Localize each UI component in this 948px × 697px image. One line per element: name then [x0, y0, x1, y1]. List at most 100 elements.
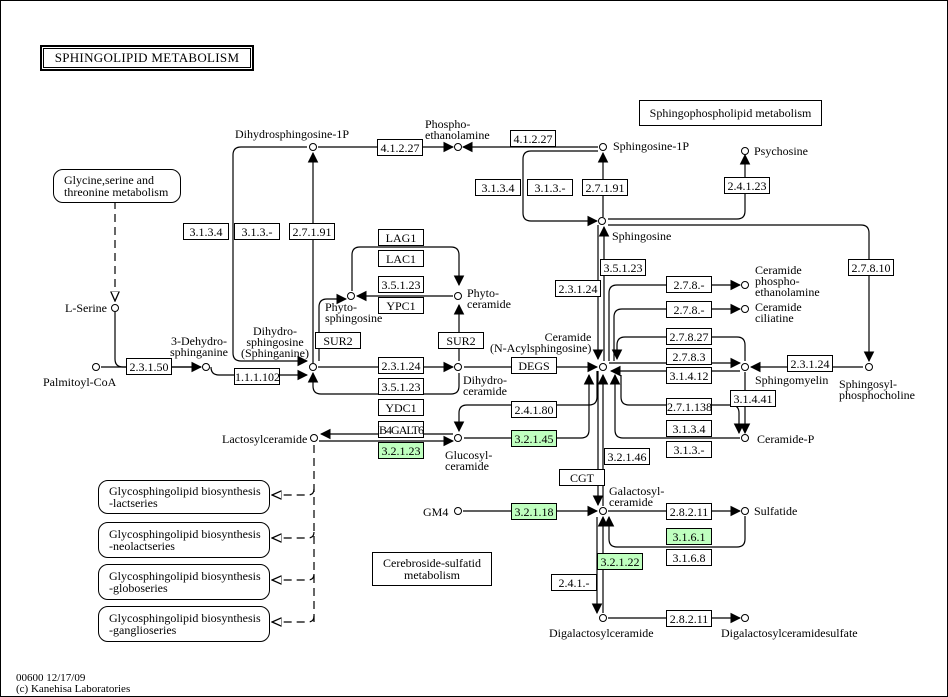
enzyme-3-2-1-22[interactable]: 3.2.1.22 [597, 553, 643, 570]
label-line: Glucosyl- [445, 448, 493, 462]
compound-sphinganine[interactable] [309, 363, 317, 371]
enzyme-3-2-1-45[interactable]: 3.2.1.45 [511, 430, 557, 447]
compound-phytoceramide[interactable] [454, 292, 462, 300]
enzyme-3-1-3-4[interactable]: 3.1.3.4 [475, 179, 521, 196]
enzyme-2-8-2-11[interactable]: 2.8.2.11 [666, 503, 712, 520]
enzyme-3-1-3-4[interactable]: 3.1.3.4 [183, 223, 229, 240]
enzyme-lag1[interactable]: LAG1 [378, 229, 424, 246]
label-line: (N-Acylsphingosine) [490, 341, 592, 355]
label-line: Ceramide [755, 263, 802, 277]
enzyme-3-1-3-4[interactable]: 3.1.3.4 [666, 420, 712, 437]
enzyme-2-4-1-23[interactable]: 2.4.1.23 [724, 177, 770, 194]
enzyme-2-7-8-10[interactable]: 2.7.8.10 [848, 259, 894, 276]
map-gsl-neolactseries[interactable]: Glycosphingolipid biosynthesis-neolactse… [98, 522, 270, 558]
label-psychosine: Psychosine [754, 144, 808, 158]
compound-sphingosine[interactable] [598, 217, 606, 225]
label-line: 3-Dehydro- [171, 334, 227, 348]
label-glucosylceramide: Glucosyl-ceramide [445, 448, 493, 472]
enzyme-3-2-1-23[interactable]: 3.2.1.23 [378, 442, 424, 459]
enzyme-2-3-1-24[interactable]: 2.3.1.24 [787, 355, 833, 372]
map-gsl-lactseries[interactable]: Glycosphingolipid biosynthesis-lactserie… [98, 480, 270, 514]
enzyme-2-3-1-24[interactable]: 2.3.1.24 [378, 357, 424, 374]
link-gsl-ganglio [272, 615, 315, 622]
compound-sphingomyelin[interactable] [741, 363, 749, 371]
enzyme-2-3-1-50[interactable]: 2.3.1.50 [126, 358, 172, 375]
compound-phytosphingosine[interactable] [347, 292, 355, 300]
compound-palmitoyl-coa[interactable] [92, 363, 100, 371]
compound-3-dehydrosphinganine[interactable] [202, 363, 210, 371]
edge-sphinganine-phytosph [318, 293, 348, 361]
enzyme-2-7-1-91[interactable]: 2.7.1.91 [582, 179, 628, 196]
enzyme-2-8-2-11[interactable]: 2.8.2.11 [666, 610, 712, 627]
enzyme-3-2-1-18[interactable]: 3.2.1.18 [511, 503, 557, 520]
map-gsl-globoseries[interactable]: Glycosphingolipid biosynthesis-globoseri… [98, 564, 270, 600]
label-line: ceramide [463, 384, 507, 398]
compound-ceramide-ciliatine[interactable] [741, 305, 749, 313]
enzyme-3-1-3[interactable]: 3.1.3.- [666, 441, 712, 458]
footer-copyright: (c) Kanehisa Laboratories [16, 683, 131, 695]
enzyme-3-5-1-23[interactable]: 3.5.1.23 [378, 378, 424, 395]
enzyme-3-1-4-12[interactable]: 3.1.4.12 [666, 367, 712, 384]
enzyme-2-7-1-91[interactable]: 2.7.1.91 [289, 223, 335, 240]
compound-dihydrosphingosine-1p[interactable] [309, 143, 317, 151]
enzyme-lac1[interactable]: LAC1 [378, 250, 424, 267]
map-sphingophospholipid[interactable]: Sphingophospholipid metabolism [639, 100, 822, 126]
compound-sphingosylphosphocholine[interactable] [865, 363, 873, 371]
compound-ceramide[interactable] [599, 363, 607, 371]
enzyme-3-1-3[interactable]: 3.1.3.- [527, 179, 573, 196]
enzyme-2-7-1-138[interactable]: 2.7.1.138 [666, 398, 712, 415]
enzyme-4-1-2-27[interactable]: 4.1.2.27 [377, 139, 423, 156]
enzyme-2-3-1-24[interactable]: 2.3.1.24 [555, 280, 601, 297]
enzyme-ypc1[interactable]: YPC1 [378, 297, 424, 314]
compound-digalactosylceramide[interactable] [599, 614, 607, 622]
compound-gm4[interactable] [454, 507, 462, 515]
compound-glucosylceramide[interactable] [454, 434, 462, 442]
enzyme-2-4-1-80[interactable]: 2.4.1.80 [511, 401, 557, 418]
label-line: (Sphinganine) [241, 346, 309, 360]
enzyme-3-2-1-46[interactable]: 3.2.1.46 [604, 448, 650, 465]
compound-sphingosine-1p[interactable] [599, 143, 607, 151]
map-label-line: Glycine,serine and [64, 173, 154, 187]
enzyme-2-7-8-3[interactable]: 2.7.8.3 [666, 348, 712, 365]
enzyme-2-4-1[interactable]: 2.4.1.- [551, 574, 597, 591]
compound-ceramide-p[interactable] [741, 434, 749, 442]
compound-phosphoethanolamine[interactable] [454, 143, 462, 151]
compound-galactosylceramide[interactable] [599, 507, 607, 515]
compound-dihydroceramide[interactable] [454, 363, 462, 371]
enzyme-3-1-6-1[interactable]: 3.1.6.1 [666, 528, 712, 545]
label-sphinganine: Dihydro-sphingosine(Sphinganine) [241, 325, 309, 360]
enzyme-sur2[interactable]: SUR2 [315, 332, 361, 349]
label-line: Sphingosyl- [839, 377, 898, 391]
enzyme-degs[interactable]: DEGS [511, 357, 557, 374]
edge-sphingosine-psychosine [608, 153, 751, 220]
enzyme-cgt[interactable]: CGT [559, 469, 605, 486]
enzyme-sur2[interactable]: SUR2 [438, 332, 484, 349]
label-line: Phyto- [325, 300, 358, 314]
compound-ceramide-phosphoethanolamine[interactable] [741, 281, 749, 289]
enzyme-3-5-1-23[interactable]: 3.5.1.23 [600, 259, 646, 276]
enzyme-3-1-3[interactable]: 3.1.3.- [234, 223, 280, 240]
enzyme-3-1-4-41[interactable]: 3.1.4.41 [730, 390, 776, 407]
enzyme-1-1-1-102[interactable]: 1.1.1.102 [234, 368, 280, 385]
compound-lactosylceramide[interactable] [310, 434, 318, 442]
enzyme-3-1-6-8[interactable]: 3.1.6.8 [666, 549, 712, 566]
enzyme-b4galt6[interactable]: B4GALT6 [378, 421, 424, 438]
edge-ceramide-cercil [613, 303, 742, 361]
enzyme-2-7-8-27[interactable]: 2.7.8.27 [666, 328, 712, 345]
compound-digalactosylceramidesulfate[interactable] [741, 614, 749, 622]
link-gsl-neolact [272, 531, 315, 538]
enzyme-3-5-1-23[interactable]: 3.5.1.23 [378, 276, 424, 293]
enzyme-2-7-8[interactable]: 2.7.8.- [666, 276, 712, 293]
map-label-line: -ganglioseries [109, 623, 177, 637]
compound-sulfatide[interactable] [741, 507, 749, 515]
compound-psychosine[interactable] [741, 147, 749, 155]
map-gsl-ganglioseries[interactable]: Glycosphingolipid biosynthesis-gangliose… [98, 606, 270, 642]
enzyme-ydc1[interactable]: YDC1 [378, 399, 424, 416]
enzyme-4-1-2-27[interactable]: 4.1.2.27 [510, 130, 556, 147]
link-gsl-lact [272, 488, 315, 495]
footer-id-date: 00600 12/17/09 [16, 672, 86, 684]
compound-l-serine[interactable] [111, 304, 119, 312]
enzyme-2-7-8[interactable]: 2.7.8.- [666, 301, 712, 318]
